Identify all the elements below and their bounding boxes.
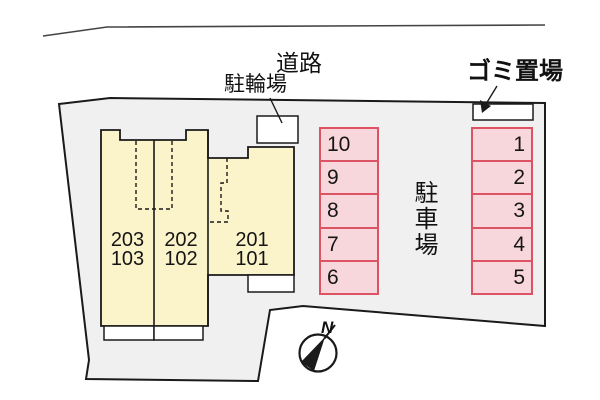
parking-stall-number-9: 9 xyxy=(327,165,339,189)
dashed-entry-marking xyxy=(135,141,173,210)
compass-needle xyxy=(301,337,325,371)
parking-stall-number-1: 1 xyxy=(513,132,525,156)
balcony xyxy=(153,325,204,341)
unit-lower-number: 103 xyxy=(110,248,145,270)
bicycle-parking-label: 駐輪場 xyxy=(224,73,287,96)
road-label: 道路 xyxy=(276,50,322,76)
parking-stall-number-7: 7 xyxy=(327,232,339,256)
parking-left-column xyxy=(319,127,379,295)
garbage-arrow-line xyxy=(485,85,498,105)
balcony xyxy=(247,274,295,293)
unit-upper-number: 202 xyxy=(164,229,198,251)
parking-stall-number-3: 3 xyxy=(513,198,525,222)
road-edge-line xyxy=(42,24,546,37)
unit-label-203-103: 203 103 xyxy=(101,229,154,270)
garbage-arrow-head xyxy=(480,100,491,113)
compass-north-label: N xyxy=(321,318,334,337)
bicycle-parking-leader-line xyxy=(269,97,283,124)
parking-stall-number-6: 6 xyxy=(327,265,339,289)
unit-lower-number: 101 xyxy=(235,248,269,270)
dashed-entry-marking xyxy=(208,158,229,223)
parking-stall xyxy=(471,227,533,262)
parking-stall xyxy=(319,193,379,229)
parking-stall xyxy=(471,160,533,195)
unit-upper-number: 201 xyxy=(235,229,269,251)
garbage-area-label: ゴミ置場 xyxy=(467,58,563,85)
parking-stall xyxy=(471,127,533,162)
bicycle-parking-area xyxy=(256,115,299,144)
parking-stall-number-4: 4 xyxy=(513,232,525,256)
parking-stall-number-5: 5 xyxy=(513,265,525,289)
parking-stall xyxy=(319,127,379,162)
parking-right-column xyxy=(471,127,533,295)
parking-stall-number-10: 10 xyxy=(327,132,351,156)
parking-stall xyxy=(319,260,379,295)
unit-lower-number: 102 xyxy=(164,248,198,270)
unit-label-201-101: 201 101 xyxy=(208,229,296,270)
parking-stall-number-8: 8 xyxy=(327,198,339,222)
balcony xyxy=(103,325,155,341)
compass xyxy=(298,324,338,373)
parking-stall-number-2: 2 xyxy=(513,165,525,189)
unit-upper-number: 203 xyxy=(110,229,145,251)
parking-stall xyxy=(471,260,533,295)
unit-label-202-102: 202 102 xyxy=(154,229,208,270)
compass-needle-tip-line xyxy=(323,324,336,340)
parking-lot-label: 駐車場 xyxy=(410,180,437,258)
